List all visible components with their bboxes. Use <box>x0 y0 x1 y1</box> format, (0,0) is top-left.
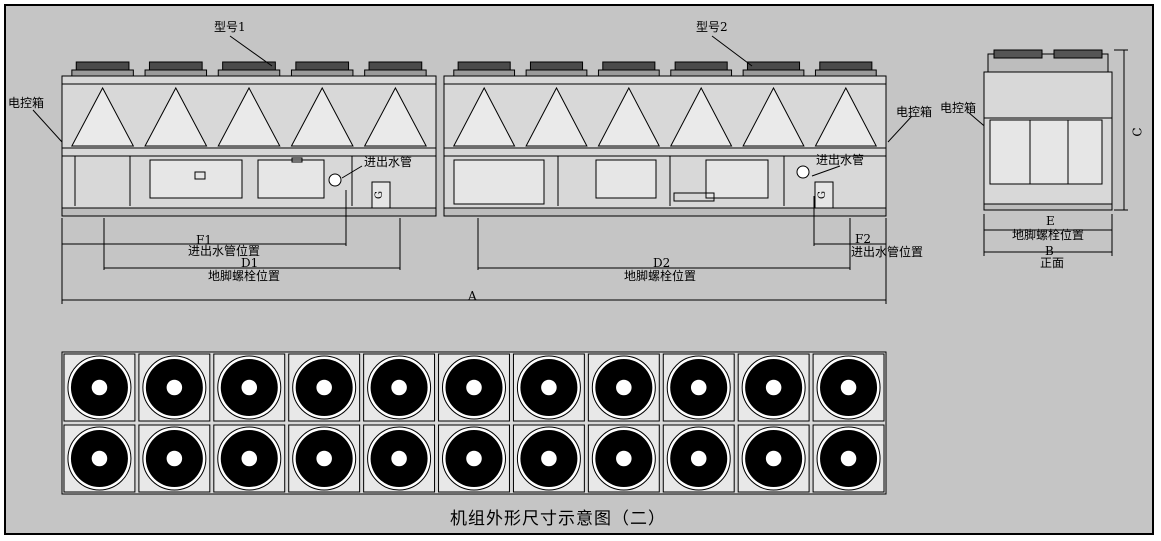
control-box-label-mid: 电控箱 <box>896 105 933 119</box>
coil-triangle <box>525 86 588 147</box>
dim-d2: D2 <box>653 256 671 270</box>
dimension-lines <box>61 190 887 304</box>
leader-lines <box>32 35 997 179</box>
fan-hub <box>689 449 708 468</box>
coil-triangle <box>363 86 427 147</box>
fan-hub <box>90 378 109 397</box>
fan-shroud <box>453 69 516 77</box>
dim-d1: D1 <box>241 256 259 270</box>
coil-triangle <box>742 86 805 147</box>
fan-hub <box>540 449 558 468</box>
fan-hub <box>315 378 333 397</box>
fan-shroud <box>144 69 208 77</box>
dim-e: E <box>1046 214 1055 228</box>
fan-shroud <box>71 69 134 77</box>
model-2-label: 型号2 <box>696 20 728 34</box>
fan-hub <box>615 449 633 468</box>
dim-a: A <box>468 289 477 303</box>
fan-hub <box>240 378 259 397</box>
dim-d2-text: 地脚螺栓位置 <box>624 269 697 283</box>
fan-hub <box>689 378 708 397</box>
fan-shroud <box>814 69 877 77</box>
dim-b: B <box>1045 244 1054 258</box>
control-box-label-front: 电控箱 <box>940 101 977 115</box>
fan-shroud <box>742 69 805 77</box>
fan-hub <box>764 378 783 397</box>
dim-c: C <box>1130 127 1145 137</box>
dim-g-left: G <box>374 191 385 199</box>
fan-hub <box>390 449 408 468</box>
coil-triangle <box>597 86 661 147</box>
fan-hub <box>390 378 408 397</box>
fan-shroud <box>364 69 427 77</box>
drawing-caption: 机组外形尺寸示意图（二） <box>450 509 666 529</box>
coil-triangle <box>71 86 135 147</box>
dim-f1: F1 <box>196 233 212 247</box>
dim-f1-text: 进出水管位置 <box>188 244 261 258</box>
fan-shroud <box>217 69 281 77</box>
fan-hub <box>764 449 783 468</box>
fan-hub <box>839 378 858 397</box>
dim-b-text: 正面 <box>1040 256 1065 270</box>
fan-hub <box>540 378 558 397</box>
fan-shroud <box>525 69 588 77</box>
fan-hub <box>90 449 109 468</box>
dim-f2: F2 <box>855 232 871 246</box>
fan-hub <box>465 378 483 397</box>
dim-e-text: 地脚螺栓位置 <box>1012 228 1085 242</box>
coil-triangle <box>144 86 208 147</box>
coil-triangle <box>290 86 354 147</box>
fan-hub <box>240 449 259 468</box>
coil-triangle <box>452 86 516 147</box>
control-box-label-left: 电控箱 <box>8 96 45 110</box>
fan-hub <box>465 449 483 468</box>
water-pipe-label-left: 进出水管 <box>364 155 413 169</box>
model-1-label: 型号1 <box>214 20 246 34</box>
coil-triangle <box>814 86 878 147</box>
dim-d1-text: 地脚螺栓位置 <box>208 269 281 283</box>
fan-shroud <box>290 69 354 77</box>
fan-shroud <box>670 69 733 77</box>
fan-hub <box>839 449 858 468</box>
dim-g-right: G <box>817 191 828 199</box>
dim-f2-text: 进出水管位置 <box>851 245 924 259</box>
coil-triangle <box>669 86 733 147</box>
fan-hub <box>315 449 333 468</box>
fan-hub <box>165 378 184 397</box>
fan-hub <box>165 449 184 468</box>
fan-hub <box>615 378 633 397</box>
plan-view-fan-grid <box>61 351 887 495</box>
front-view <box>983 49 1128 256</box>
coil-triangle <box>217 86 281 147</box>
fan-shroud <box>597 69 660 77</box>
water-pipe-label-right: 进出水管 <box>816 153 865 167</box>
side-elevation-view <box>61 61 887 217</box>
